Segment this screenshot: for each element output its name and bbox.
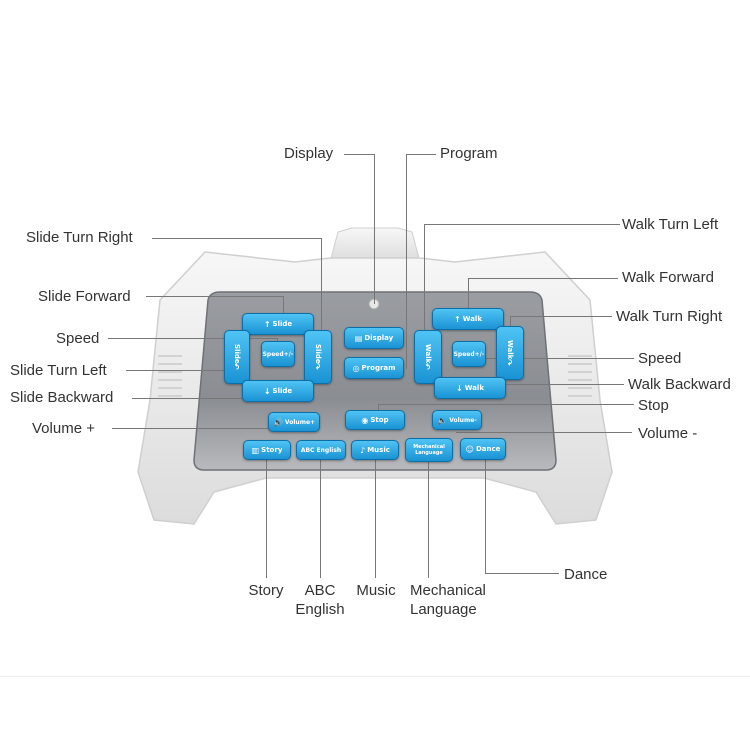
slide-turn-left-button[interactable]: Slide↶ — [224, 330, 250, 384]
label-walk-turn-right: Walk Turn Right — [616, 308, 723, 325]
walk-turn-left-button[interactable]: Walk↶ — [414, 330, 442, 384]
label-speed-right: Speed — [638, 350, 682, 367]
dance-button-label: Dance — [475, 445, 501, 453]
arrow-up-icon: ↑ — [263, 319, 271, 329]
speaker-icon: 🔈 — [437, 415, 448, 425]
arrow-up-icon: ↑ — [454, 314, 461, 324]
display-icon: ▤ — [354, 333, 363, 343]
book-icon: ▥ — [251, 445, 260, 455]
music-button[interactable]: ♪Music — [351, 440, 399, 460]
turn-left-icon: ↶ — [231, 363, 241, 371]
volume-plus-label: Volume+ — [284, 418, 316, 426]
mechanical-button-label-1: Mechanical — [413, 444, 445, 450]
abc-english-button[interactable]: ABC English — [296, 440, 346, 460]
label-slide-turn-left: Slide Turn Left — [10, 362, 107, 379]
walk-turn-right-button[interactable]: Walk↷ — [496, 326, 524, 380]
walk-backward-label: Walk — [464, 384, 484, 392]
walk-forward-label: Walk — [462, 315, 482, 323]
turn-right-icon: ↷ — [504, 359, 514, 366]
story-button-label: Story — [261, 446, 283, 454]
bottom-divider — [0, 676, 750, 677]
label-dance: Dance — [564, 566, 608, 583]
turn-right-icon: ↷ — [312, 363, 322, 371]
turn-left-icon: ↶ — [422, 363, 432, 370]
music-button-label: Music — [367, 446, 390, 454]
arrow-down-icon: ↓ — [263, 386, 271, 396]
walk-backward-button[interactable]: ↓Walk — [434, 377, 506, 399]
label-story: Story — [248, 582, 284, 599]
slide-turn-right-button[interactable]: Slide↷ — [304, 330, 332, 384]
program-button[interactable]: ◎Program — [344, 357, 404, 379]
label-slide-backward: Slide Backward — [10, 389, 114, 406]
speaker-icon: 🔊 — [272, 417, 283, 427]
volume-minus-button[interactable]: 🔈Volume- — [432, 410, 482, 430]
volume-minus-label: Volume- — [449, 416, 477, 424]
stop-button-label: Stop — [370, 416, 389, 424]
walk-forward-button[interactable]: ↑Walk — [432, 308, 504, 330]
slide-turn-left-label: Slide — [233, 343, 241, 364]
speed-left-button[interactable]: Speed+/- — [261, 341, 295, 367]
arrow-down-icon: ↓ — [456, 383, 463, 393]
stop-button[interactable]: ◉Stop — [345, 410, 405, 430]
speed-left-label: Speed+/- — [262, 350, 294, 358]
display-button[interactable]: ▤Display — [344, 327, 404, 349]
label-slide-forward: Slide Forward — [38, 288, 131, 305]
volume-plus-button[interactable]: 🔊Volume+ — [268, 412, 320, 432]
abc-english-button-label: ABC English — [300, 446, 342, 454]
label-music: Music — [356, 582, 396, 599]
label-stop: Stop — [638, 397, 669, 414]
slide-backward-label: Slide — [272, 387, 293, 395]
slide-forward-button[interactable]: ↑Slide — [242, 313, 314, 335]
slide-forward-label: Slide — [272, 320, 293, 328]
story-button[interactable]: ▥Story — [243, 440, 291, 460]
label-walk-forward: Walk Forward — [622, 269, 714, 286]
stop-icon: ◉ — [361, 415, 369, 425]
label-mechanical-line2: Language — [410, 601, 477, 618]
label-slide-turn-right: Slide Turn Right — [26, 229, 133, 246]
label-volume-minus: Volume - — [638, 425, 698, 442]
mechanical-button-label-2: Language — [415, 450, 443, 456]
label-speed-left: Speed — [56, 330, 100, 347]
walk-turn-right-label: Walk — [506, 340, 514, 360]
label-mechanical-line1: Mechanical — [410, 582, 486, 599]
label-abc-english-line1: ABC — [304, 582, 336, 599]
display-button-label: Display — [364, 334, 394, 342]
label-display: Display — [284, 145, 334, 162]
walk-turn-left-label: Walk — [424, 344, 432, 364]
label-volume-plus: Volume + — [32, 420, 95, 437]
dance-button[interactable]: ☺Dance — [460, 438, 506, 460]
label-walk-backward: Walk Backward — [628, 376, 731, 393]
speed-right-button[interactable]: Speed+/- — [452, 341, 486, 367]
label-abc-english-line2: English — [295, 601, 345, 618]
program-button-label: Program — [361, 364, 396, 372]
slide-turn-right-label: Slide — [314, 343, 322, 364]
mechanical-language-button[interactable]: Mechanical Language — [405, 438, 453, 462]
slide-backward-button[interactable]: ↓Slide — [242, 380, 314, 402]
music-note-icon: ♪ — [360, 445, 366, 455]
label-walk-turn-left: Walk Turn Left — [622, 216, 719, 233]
program-icon: ◎ — [352, 363, 360, 373]
speed-right-label: Speed+/- — [453, 350, 485, 358]
label-program: Program — [440, 145, 498, 162]
dancer-icon: ☺ — [465, 444, 474, 454]
